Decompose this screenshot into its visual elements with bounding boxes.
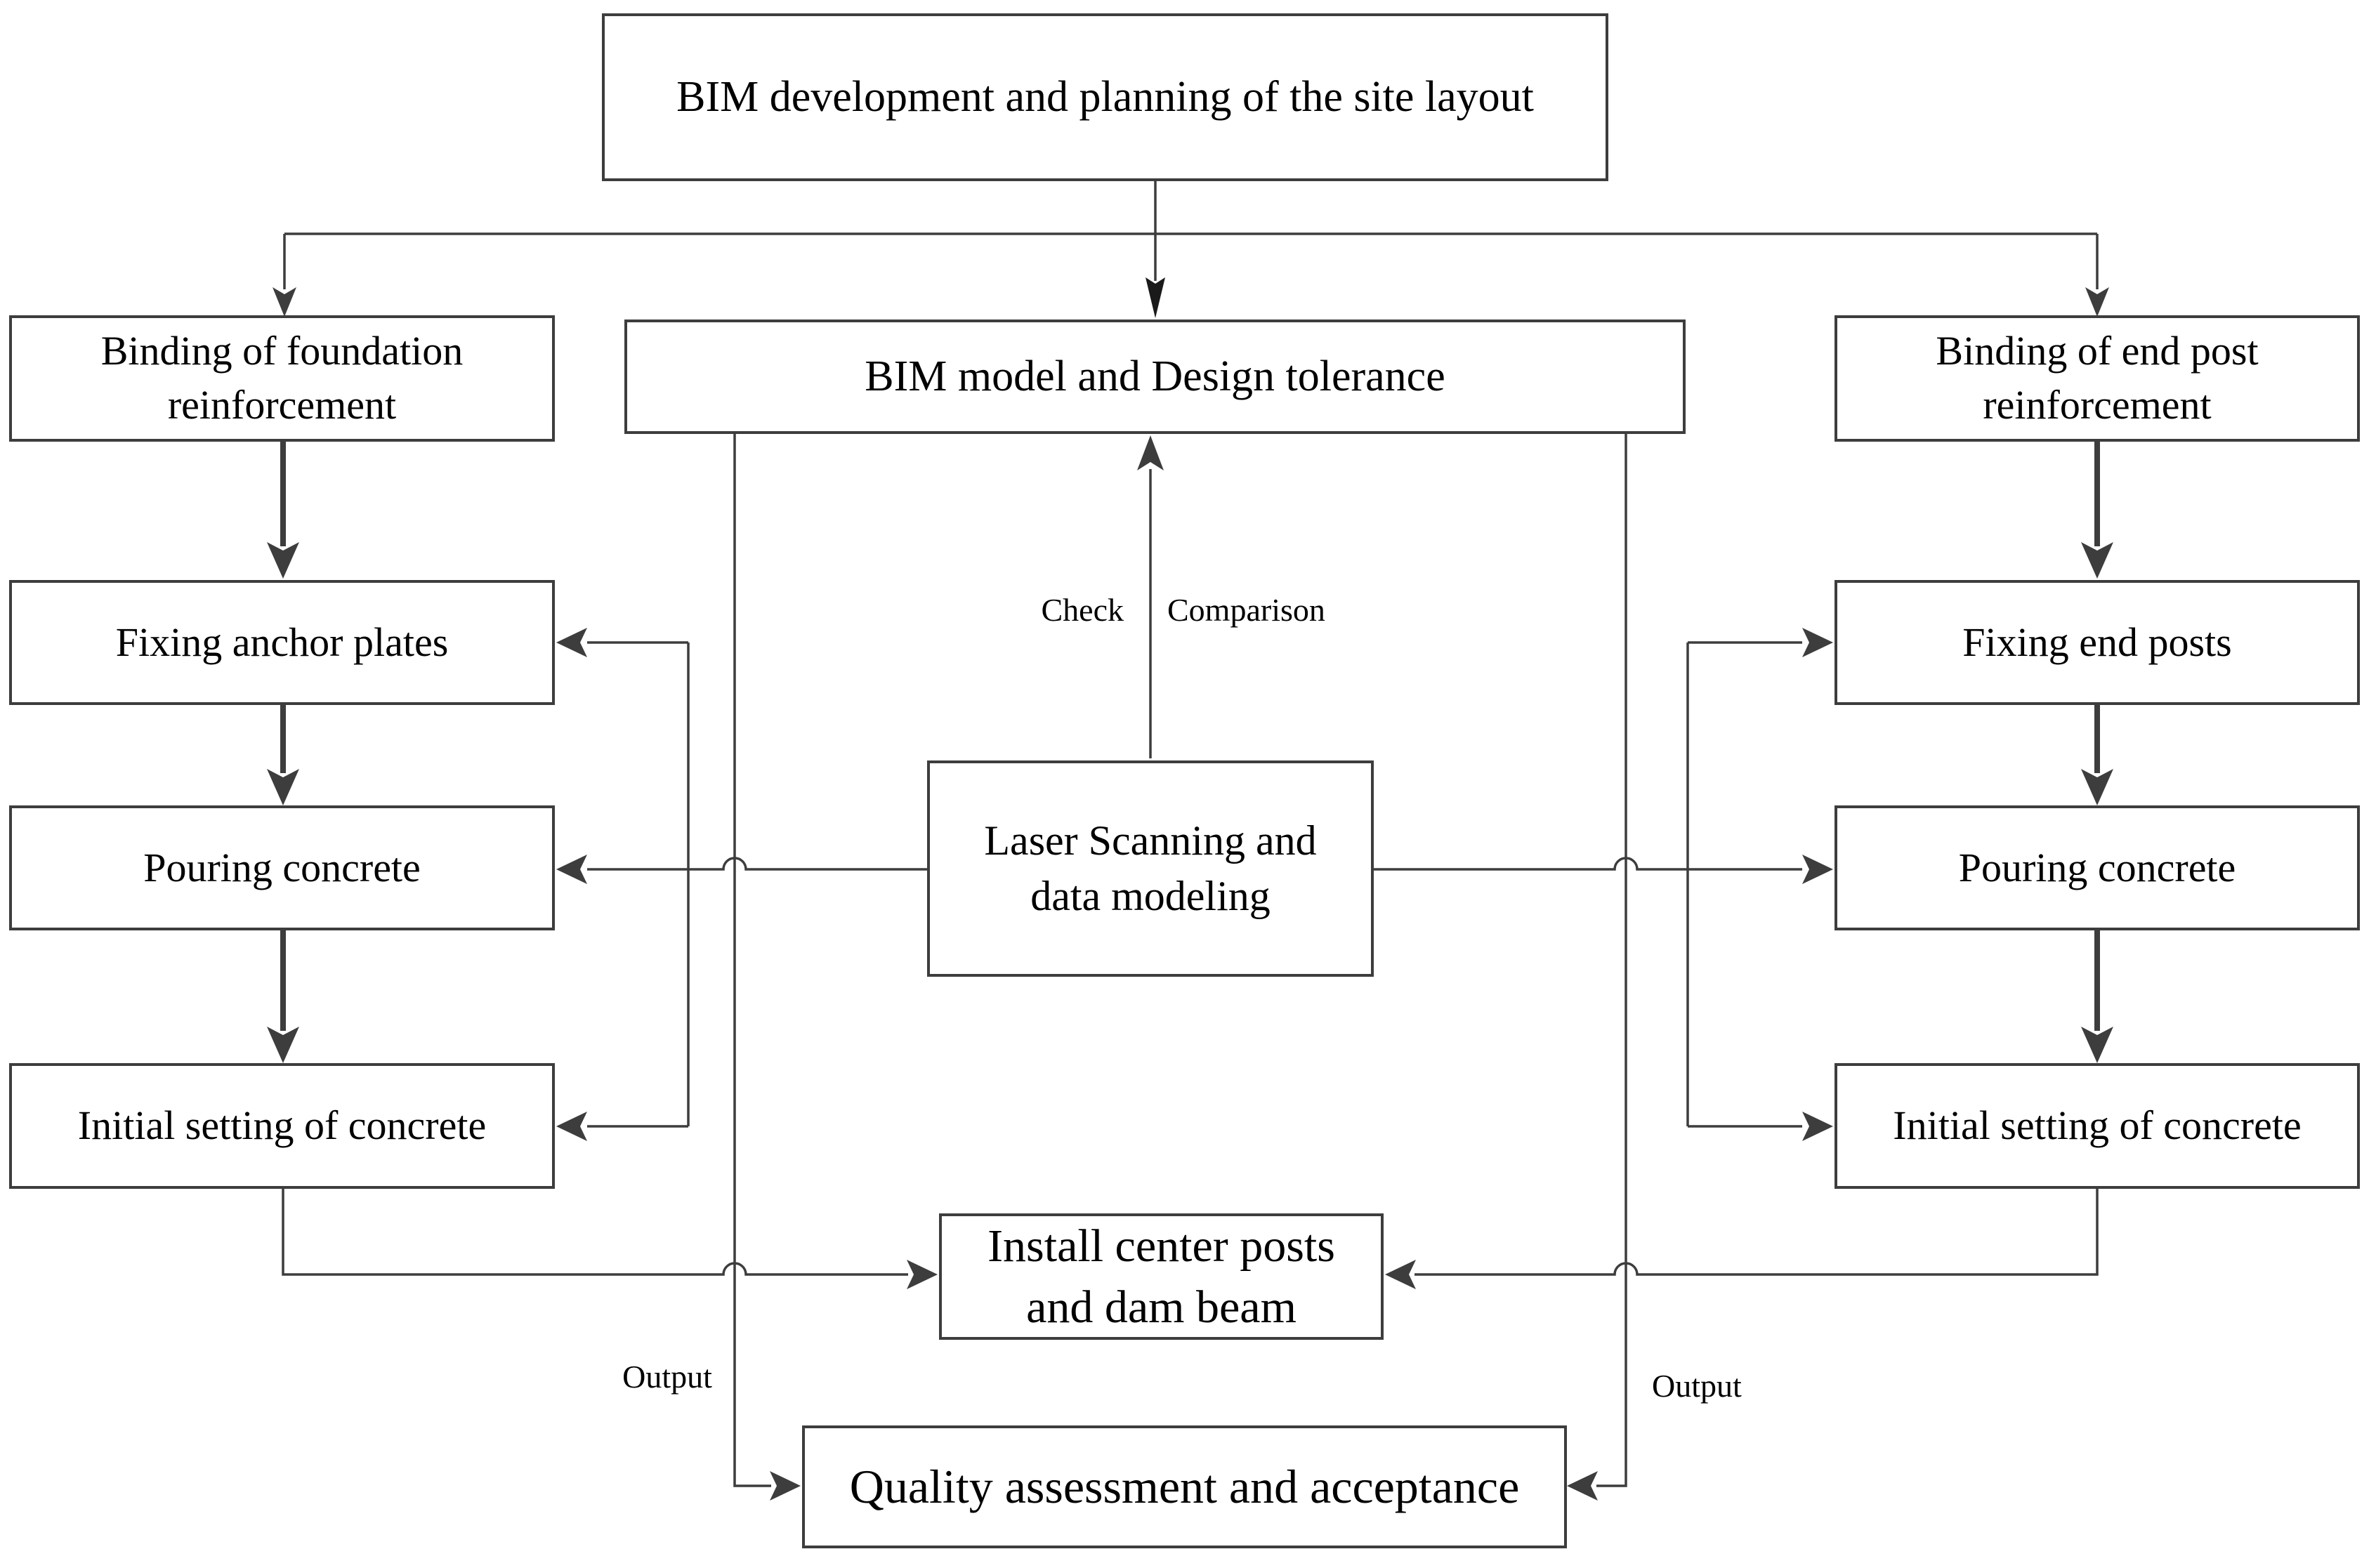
node-laser-scanning: Laser Scanning and data modeling [927,760,1374,977]
edge-output-left [733,434,771,1487]
node-binding-end-post-label: Binding of end post reinforcement [1936,328,2259,428]
edge-initial-right-to-install [1415,1189,2099,1276]
node-binding-foundation-label: Binding of foundation reinforcement [100,328,464,428]
node-fixing-anchor-label: Fixing anchor plates [115,619,449,665]
arrowhead-left-initial [556,1112,587,1141]
edge-laser-to-pouring-right [1374,857,1802,871]
edge-laser-to-pouring-left [587,857,927,871]
arrowhead-down-right [2085,287,2109,317]
edge-label-output-left: Output [622,1359,712,1395]
node-quality-assessment: Quality assessment and acceptance [802,1425,1567,1548]
node-pouring-concrete-left: Pouring concrete [9,805,555,930]
arrowhead-into-quality-left [770,1471,801,1501]
node-pouring-left-label: Pouring concrete [143,844,421,890]
edge-output-right [1596,434,1627,1487]
edge-label-comparison: Comparison [1167,592,1325,628]
arrowhead-flow-right-3 [2081,1027,2113,1063]
arrowhead-flow-left-2 [267,769,299,805]
node-bim-development: BIM development and planning of the site… [602,13,1608,181]
arrowhead-up-check [1137,435,1164,470]
node-install-label: Install center posts and dam beam [987,1220,1335,1333]
arrowhead-into-bim-model [1146,277,1165,318]
node-install-center-posts: Install center posts and dam beam [939,1213,1384,1340]
node-initial-right-label: Initial setting of concrete [1893,1102,2302,1149]
node-initial-left-label: Initial setting of concrete [77,1102,487,1149]
node-binding-end-post-reinforcement: Binding of end post reinforcement [1834,315,2360,442]
arrowhead-right-fixing-end [1802,628,1833,657]
node-bim-development-label: BIM development and planning of the site… [676,72,1534,121]
arrowhead-left-fixing-anchor [556,628,587,657]
node-fixing-anchor-plates: Fixing anchor plates [9,580,555,705]
arrowhead-flow-right-2 [2081,769,2113,805]
arrowhead-right-pouring [1802,855,1833,884]
edge-label-output-right: Output [1652,1368,1742,1404]
node-quality-label: Quality assessment and acceptance [849,1459,1520,1513]
arrowhead-down-left [273,287,296,317]
node-fixing-end-posts: Fixing end posts [1834,580,2360,705]
node-bim-model-label: BIM model and Design tolerance [865,352,1445,400]
edge-feedback-left [587,641,690,1128]
node-initial-setting-left: Initial setting of concrete [9,1063,555,1189]
node-binding-foundation-reinforcement: Binding of foundation reinforcement [9,315,555,442]
node-fixing-end-posts-label: Fixing end posts [1962,619,2232,665]
arrowhead-right-initial [1802,1112,1833,1141]
arrowhead-flow-right-1 [2081,542,2113,579]
node-initial-setting-right: Initial setting of concrete [1834,1063,2360,1189]
arrowhead-into-install-left [907,1260,938,1289]
node-bim-model-design-tolerance: BIM model and Design tolerance [624,319,1686,434]
edge-feedback-right [1686,641,1802,1128]
arrowhead-into-install-right [1385,1260,1416,1289]
arrowhead-left-pouring [556,855,587,884]
edge-initial-left-to-install [282,1189,908,1276]
node-pouring-concrete-right: Pouring concrete [1834,805,2360,930]
arrowhead-flow-left-3 [267,1027,299,1063]
arrowhead-into-quality-right [1567,1471,1598,1501]
node-pouring-right-label: Pouring concrete [1958,844,2236,890]
edge-label-check: Check [1041,592,1124,628]
arrowhead-flow-left-1 [267,542,299,579]
node-laser-label: Laser Scanning and data modeling [984,817,1317,919]
